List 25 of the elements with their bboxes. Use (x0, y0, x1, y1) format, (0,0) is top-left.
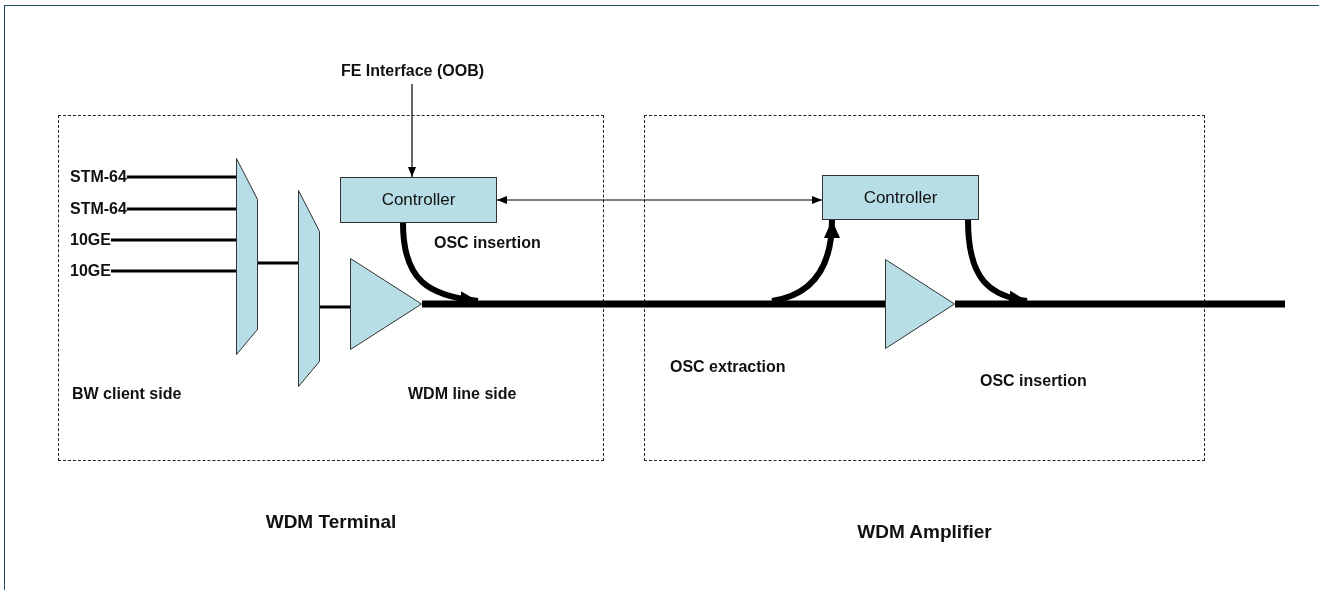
controller-box: Controller (822, 175, 979, 220)
connector-line (126, 207, 236, 211)
side-label: BW client side (72, 385, 182, 403)
arrow (771, 219, 840, 304)
connector-line (110, 238, 236, 242)
side-label: WDM line side (408, 385, 517, 403)
group-title: WDM Terminal (264, 511, 398, 533)
interface-label: FE Interface (OOB) (330, 58, 495, 84)
signal-label: STM-64 (70, 198, 127, 220)
fiber-line (422, 300, 885, 308)
connector-line (126, 175, 236, 179)
controller-box: Controller (340, 177, 497, 223)
multiplexer-trapezoid (236, 158, 258, 355)
multiplexer-trapezoid (298, 190, 320, 387)
signal-label: STM-64 (70, 166, 127, 188)
amplifier-triangle (885, 259, 955, 349)
connector-line (110, 269, 236, 273)
connector-line (258, 261, 298, 265)
signal-label: 10GE (70, 229, 111, 251)
arrow (408, 83, 416, 178)
signal-label: 10GE (70, 260, 111, 282)
arrow (496, 196, 823, 204)
amplifier-triangle (350, 258, 422, 350)
connector-line (320, 305, 350, 309)
group-title: WDM Amplifier (856, 521, 993, 543)
